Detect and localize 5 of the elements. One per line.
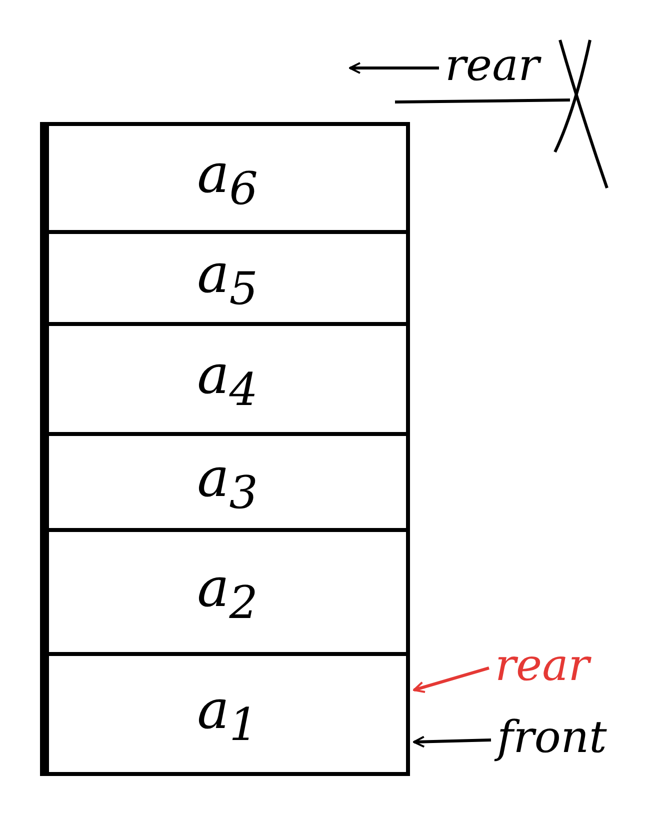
arrow	[349, 62, 439, 74]
arrow	[413, 736, 492, 748]
arrow	[413, 666, 490, 693]
pointer-label: rear	[445, 44, 540, 88]
pointer-label: rear	[495, 644, 590, 688]
